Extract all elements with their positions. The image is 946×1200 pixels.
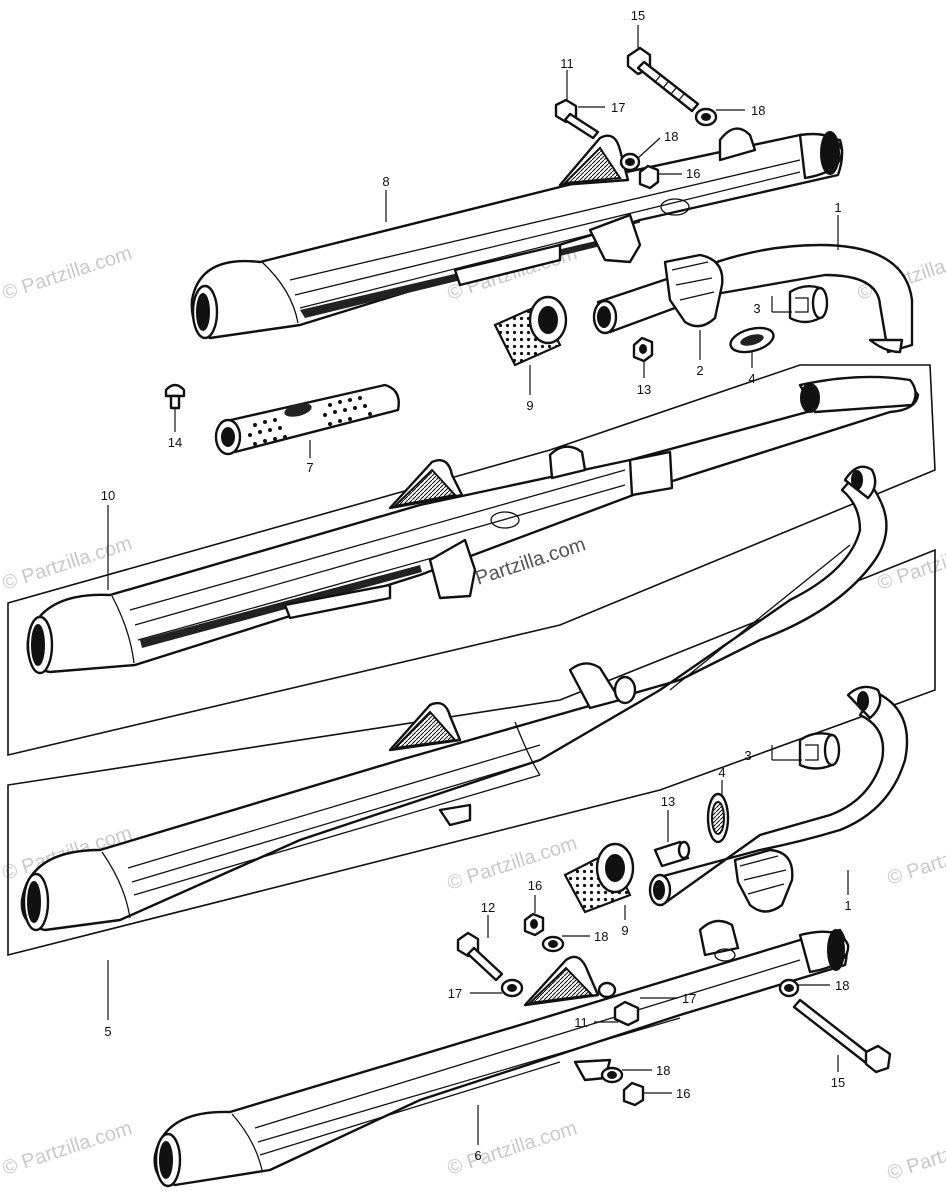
watermark-text: © Partzilla.com	[0, 532, 135, 595]
callout-9: 9	[621, 923, 628, 938]
washer-part-17-bottom-left	[500, 978, 524, 998]
bolt-part-15-bottom	[792, 998, 892, 1074]
bolt-part-15-top	[626, 46, 700, 113]
watermark-text: © Partzilla.com	[445, 832, 580, 895]
callout-15: 15	[831, 1075, 845, 1090]
callout-10: 10	[101, 488, 115, 503]
callout-12: 12	[481, 900, 495, 915]
callout-17: 17	[611, 100, 625, 115]
callout-4: 4	[748, 371, 755, 386]
gasket-part-4-bottom	[706, 792, 730, 844]
baffle-part-9-top	[493, 295, 568, 367]
washer-part-18-bottom-lower	[600, 1066, 624, 1084]
callout-18: 18	[835, 978, 849, 993]
exhaust-pipe-part-1-bottom	[648, 685, 909, 907]
callout-13: 13	[661, 794, 675, 809]
callout-17: 17	[682, 991, 696, 1006]
callout-1: 1	[834, 200, 841, 215]
nut-part-16-bottom-lower	[622, 1081, 645, 1107]
spacer-part-13-bottom	[653, 840, 691, 868]
callout-18: 18	[656, 1063, 670, 1078]
callout-3: 3	[744, 748, 751, 763]
callout-6: 6	[474, 1148, 481, 1163]
callout-16: 16	[676, 1086, 690, 1101]
flange-part-2-bottom	[733, 848, 794, 913]
callout-15: 15	[631, 8, 645, 23]
callout-2: 2	[696, 363, 703, 378]
flange-part-2-top	[663, 253, 724, 328]
callout-7: 7	[306, 460, 313, 475]
muffler-part-8	[190, 127, 844, 340]
frame-assembly-10	[7, 364, 936, 757]
muffler-assembly-part-5	[20, 465, 888, 932]
washer-part-18-bottom-upper	[541, 935, 565, 953]
callout-16: 16	[528, 878, 542, 893]
bolt-part-11-top	[554, 98, 600, 140]
callout-18: 18	[664, 129, 678, 144]
nut-part-11-bottom	[613, 1000, 640, 1027]
callout-17: 17	[448, 986, 462, 1001]
baffle-tube-part-7	[214, 383, 400, 456]
muffler-assembly-part-10	[26, 375, 920, 675]
nut-part-16-bottom-upper	[523, 912, 545, 937]
screw-part-14	[164, 383, 186, 410]
callout-9: 9	[526, 398, 533, 413]
leader-lines	[107, 25, 849, 1145]
washer-part-18-top	[694, 107, 718, 127]
baffle-part-9-bottom	[563, 842, 635, 914]
washer-part-18-bottom-right	[778, 978, 800, 998]
callout-3: 3	[753, 301, 760, 316]
collar-part-3-bottom	[798, 732, 841, 770]
watermark-text: © Partzilla.com	[0, 1117, 135, 1180]
callout-11: 11	[574, 1015, 588, 1030]
callout-8: 8	[382, 174, 389, 189]
callout-18: 18	[594, 929, 608, 944]
callout-labels: 15 11 17 18 18 16 8 1 3 2 4 13 9 14 7 10…	[101, 8, 852, 1163]
callout-11: 11	[560, 56, 574, 71]
callout-1: 1	[844, 898, 851, 913]
callout-18: 18	[751, 103, 765, 118]
washer-part-17-bottom-right	[597, 981, 617, 999]
watermark-text: © Partzilla.com	[445, 1117, 580, 1180]
watermark-text: © Partzilla.com	[885, 1122, 946, 1185]
nut-part-16-top	[638, 164, 660, 190]
callout-4: 4	[718, 765, 725, 780]
gasket-part-4-top	[729, 326, 775, 354]
washer-part-18-top-2	[619, 152, 641, 172]
nut-part-13-top	[632, 336, 654, 363]
muffler-part-6	[153, 919, 850, 1188]
exhaust-pipe-part-1-top	[592, 243, 914, 354]
watermark-text: © Partzilla.com	[885, 827, 946, 890]
collar-part-3-top	[788, 285, 829, 324]
bolt-part-12	[456, 931, 504, 982]
callout-5: 5	[104, 1024, 111, 1039]
watermark-text: © Partzilla.com	[0, 242, 135, 305]
callout-13: 13	[637, 382, 651, 397]
callout-16: 16	[686, 166, 700, 181]
callout-14: 14	[168, 435, 182, 450]
